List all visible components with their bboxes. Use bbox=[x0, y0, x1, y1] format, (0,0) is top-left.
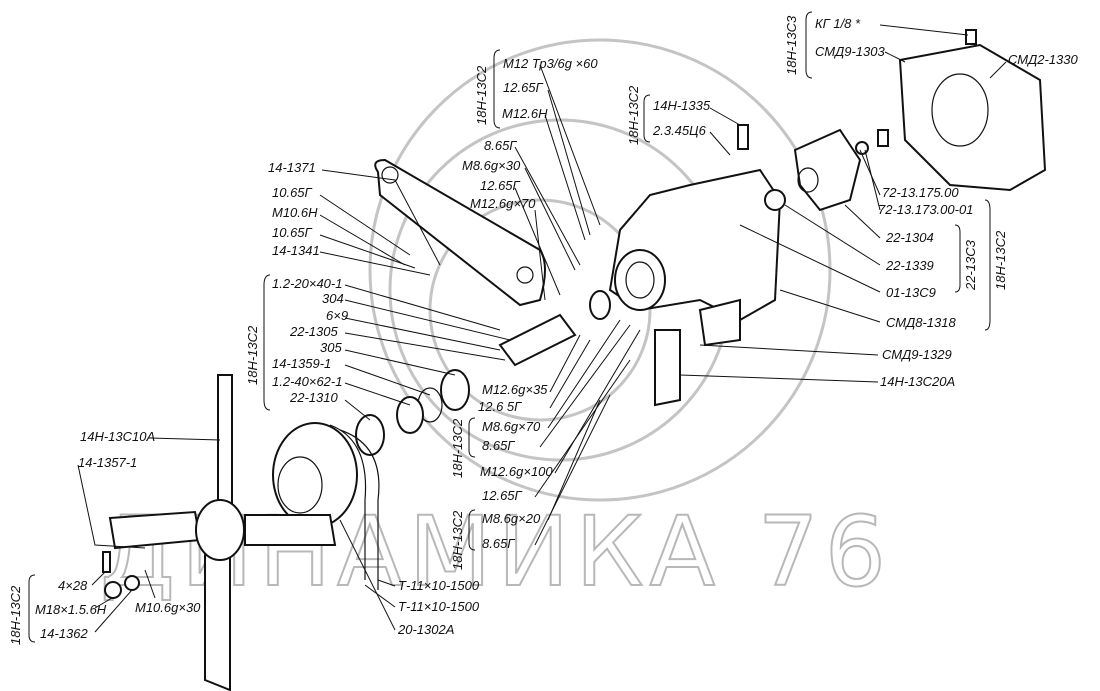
belts bbox=[329, 424, 380, 590]
part-label: Т-11×10-1500 bbox=[398, 599, 480, 614]
part-label: 01-13С9 bbox=[886, 285, 936, 300]
part-label: КГ 1/8 * bbox=[815, 16, 861, 31]
part-label: М18×1.5.6Н bbox=[35, 602, 107, 617]
part-label: М8.6g×20 bbox=[482, 511, 541, 526]
part-label: 14-1359-1 bbox=[272, 356, 331, 371]
part-label: 12.65Г bbox=[480, 178, 521, 193]
rear-cover bbox=[898, 29, 1047, 192]
part-label: СМД2-1330 bbox=[1008, 52, 1078, 67]
impeller bbox=[764, 128, 889, 212]
leader-lines bbox=[77, 24, 1007, 633]
part-label: М12.6g×35 bbox=[482, 382, 548, 397]
part-label: СМД9-1303 bbox=[815, 44, 885, 59]
part-label: 2.3.45Ц6 bbox=[652, 123, 707, 138]
part-label: 12.65Г bbox=[482, 488, 523, 503]
part-label: 12.65Г bbox=[503, 80, 544, 95]
part-label: 8.65Г bbox=[482, 438, 515, 453]
part-label: 14-1362 bbox=[40, 626, 88, 641]
part-label: 8.65Г bbox=[484, 138, 517, 153]
part-label: М12.6g×70 bbox=[470, 196, 536, 211]
part-label: СМД9-1329 bbox=[882, 347, 952, 362]
part-label: 4×28 bbox=[58, 578, 88, 593]
part-label: 8.65Г bbox=[482, 536, 515, 551]
shaft-and-bearings bbox=[355, 290, 611, 456]
part-label: 10.65Г bbox=[272, 185, 313, 200]
part-label: 14Н-1335 bbox=[653, 98, 711, 113]
part-label: 14Н-13С20А bbox=[880, 374, 955, 389]
part-label: 14Н-13С10А bbox=[80, 429, 155, 444]
part-label: М8.6g×70 bbox=[482, 419, 541, 434]
part-label: 22-1305 bbox=[289, 324, 338, 339]
part-label: 6×9 bbox=[326, 308, 348, 323]
pulley bbox=[272, 422, 358, 528]
part-label: 14-1341 bbox=[272, 243, 320, 258]
group-label-right-inner: 22-13С3 bbox=[963, 239, 978, 291]
part-label: 72-13.175.00 bbox=[882, 185, 959, 200]
group-label-center-b: 18Н-13С2 bbox=[450, 510, 465, 570]
group-label-top-right: 18Н-13С3 bbox=[784, 15, 799, 75]
group-label-left-stack: 18Н-13С2 bbox=[245, 325, 260, 385]
part-label: Т-11×10-1500 bbox=[398, 578, 480, 593]
group-label-center-a: 18Н-13С2 bbox=[450, 418, 465, 478]
part-label: 22-1304 bbox=[885, 230, 934, 245]
fan bbox=[102, 374, 337, 691]
part-label: М10.6Н bbox=[272, 205, 318, 220]
group-braces bbox=[28, 11, 991, 643]
part-label: М12 Тр3/6g ×60 bbox=[503, 56, 598, 71]
part-label: 1.2-20×40-1 bbox=[272, 276, 342, 291]
part-label: 12.6 5Г bbox=[478, 399, 522, 414]
group-label-sensor: 18Н-13С2 bbox=[626, 85, 641, 145]
part-labels: КГ 1/8 * СМД9-1303 СМД2-1330 М12 Тр3/6g … bbox=[35, 16, 1078, 641]
part-label: М12.6g×100 bbox=[480, 464, 553, 479]
sensor bbox=[737, 124, 749, 150]
part-label: 22-1310 bbox=[289, 390, 338, 405]
part-label: 20-1302А bbox=[397, 622, 454, 637]
group-label-fan: 18Н-13С2 bbox=[8, 585, 23, 645]
part-label: 14-1371 bbox=[268, 160, 316, 175]
bracket bbox=[374, 158, 546, 307]
outlet-pipe bbox=[654, 329, 681, 407]
group-label-right-outer: 18Н-13С2 bbox=[993, 230, 1008, 290]
part-label: 304 bbox=[322, 291, 344, 306]
part-label: 305 bbox=[320, 340, 342, 355]
part-label: М10.6g×30 bbox=[135, 600, 201, 615]
part-label: 10.65Г bbox=[272, 225, 313, 240]
water-pump-housing bbox=[608, 168, 782, 347]
part-label: 22-1339 bbox=[885, 258, 934, 273]
group-label-top-mid: 18Н-13С2 bbox=[474, 65, 489, 125]
part-label: М12.6Н bbox=[502, 106, 548, 121]
part-label: СМД8-1318 bbox=[886, 315, 956, 330]
part-label: 1.2-40×62-1 bbox=[272, 374, 342, 389]
part-label: М8.6g×30 bbox=[462, 158, 521, 173]
part-label: 72-13.173.00-01 bbox=[878, 202, 973, 217]
part-label: 14-1357-1 bbox=[78, 455, 137, 470]
